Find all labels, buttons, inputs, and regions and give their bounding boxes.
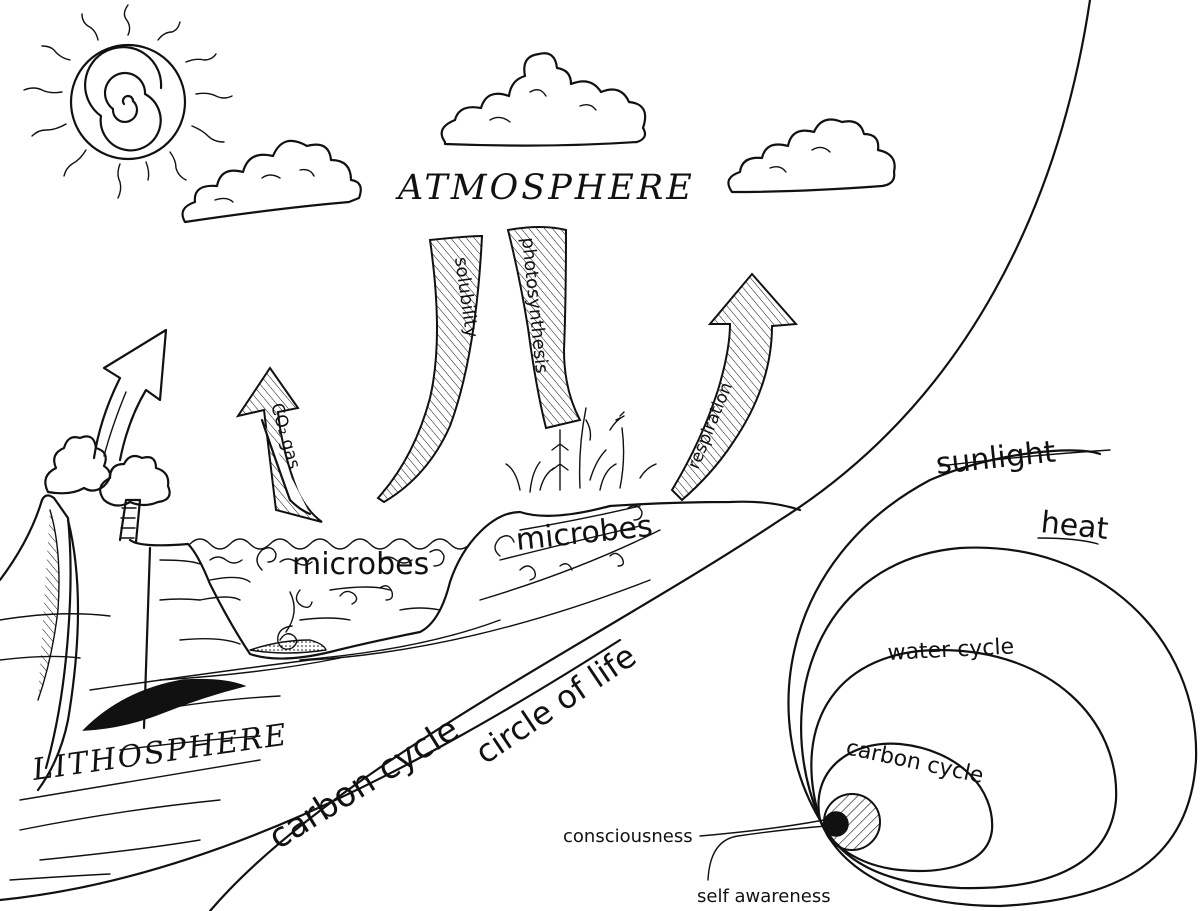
sunlight-ring xyxy=(787,449,1102,822)
earth-boundary-curve xyxy=(208,0,1092,911)
carbon-cycle-earth-label: carbon cycle xyxy=(262,709,466,857)
microbes-left: microbes xyxy=(256,547,445,650)
water-cycle-label: water cycle xyxy=(887,634,1015,666)
microbes-left-label: microbes xyxy=(292,547,429,582)
consciousness-label: consciousness xyxy=(563,826,693,847)
co2-gas-arrow: CO₂ gas xyxy=(235,366,323,523)
sunlight-label: sunlight xyxy=(934,435,1057,482)
lithosphere-ground xyxy=(0,500,802,902)
self-awareness-dot xyxy=(823,811,849,837)
atmosphere-label: ATMOSPHERE xyxy=(395,168,695,208)
cloud-icon xyxy=(440,52,647,147)
respiration-arrow: respiration xyxy=(670,272,799,502)
self-awareness-label: self awareness xyxy=(697,886,831,907)
carbon-cycle-ring xyxy=(817,742,994,873)
plant-icon xyxy=(505,407,657,493)
cloud-icon xyxy=(727,118,896,194)
microbes-right: microbes xyxy=(494,505,654,581)
ocean-waves xyxy=(189,538,471,621)
water-cycle-ring xyxy=(810,648,1118,890)
nested-rings-diagram: sunlight heat water cycle carbon cycle c… xyxy=(563,435,1198,908)
carbon-cycle-ring-label: carbon cycle xyxy=(844,735,986,789)
cloud-icon xyxy=(181,139,362,224)
volcano-emission-arrow xyxy=(92,328,168,462)
heat-label: heat xyxy=(1039,505,1110,547)
solubility-arrow: solubility xyxy=(376,234,484,504)
lithosphere-label: LITHOSPHERE xyxy=(29,717,290,788)
photosynthesis-arrow: photosynthesis xyxy=(506,226,582,430)
sun-icon xyxy=(23,4,233,199)
volcano-icon xyxy=(0,435,171,792)
heat-ring xyxy=(800,546,1198,908)
